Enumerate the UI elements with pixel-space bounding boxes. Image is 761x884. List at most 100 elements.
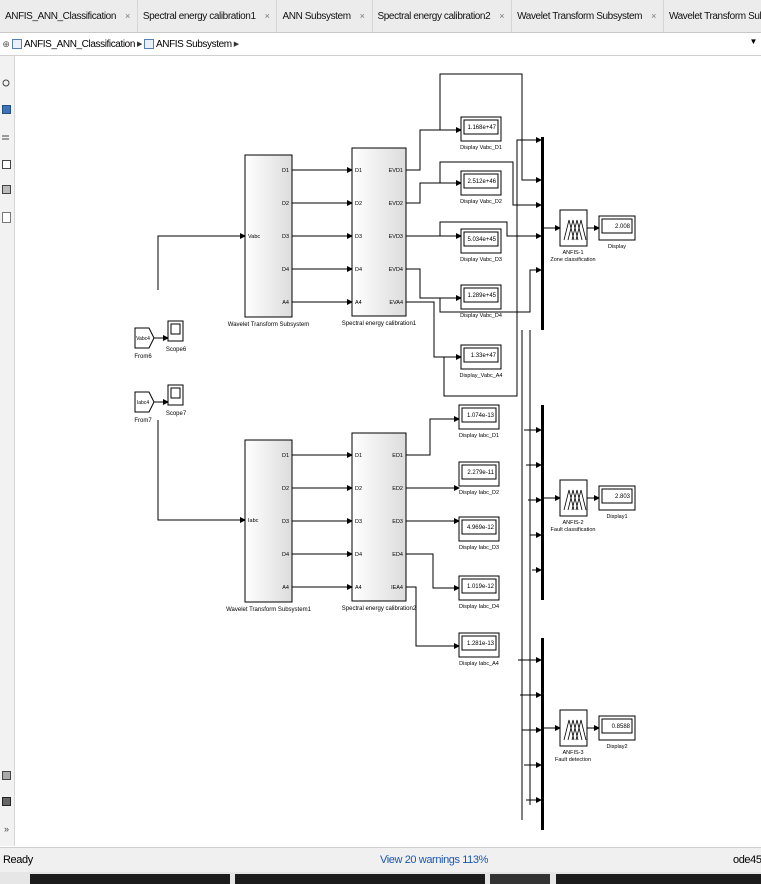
explorer-icon[interactable] xyxy=(2,770,11,780)
arrow-icon[interactable] xyxy=(2,132,11,142)
wavelet_bottom-body[interactable] xyxy=(244,439,293,603)
output-port-label: D4 xyxy=(282,552,289,558)
anfis-body[interactable] xyxy=(559,479,588,517)
display-label: Display Iabc_D1 xyxy=(459,433,499,439)
output-port-label: ED2 xyxy=(392,486,403,492)
wavelet_top-body[interactable] xyxy=(244,154,293,318)
output-port-label: D1 xyxy=(282,453,289,459)
input-port-label: D3 xyxy=(355,519,362,525)
display-value: 5.034e+45 xyxy=(467,237,496,243)
image-icon[interactable] xyxy=(2,184,11,194)
tab-label: ANFIS_ANN_Classification xyxy=(5,10,116,22)
close-tab-icon[interactable]: × xyxy=(264,11,270,21)
display-value: 1.168e+47 xyxy=(467,125,496,131)
scope_top-block[interactable]: Scope6 xyxy=(166,320,187,353)
zoom-icon[interactable] xyxy=(2,78,11,88)
breadcrumb-label: ANFIS Subsystem xyxy=(155,38,232,50)
mux-bus-middle xyxy=(541,405,544,600)
display-value: 2.008 xyxy=(615,224,631,230)
solver-label[interactable]: ode45 xyxy=(733,854,761,866)
anfis-body[interactable] xyxy=(559,709,588,747)
display-screen xyxy=(463,287,499,303)
close-tab-icon[interactable]: × xyxy=(499,11,505,21)
goto-tag-shape[interactable] xyxy=(134,327,155,349)
editor-tab-bar: ANFIS_ANN_Classification×Spectral energy… xyxy=(0,0,761,33)
signal-line xyxy=(439,73,542,183)
input-port-label: D2 xyxy=(355,486,362,492)
spectral_top-body[interactable] xyxy=(351,147,407,317)
signal-line xyxy=(406,553,460,591)
block-title: Spectral energy calibration2 xyxy=(342,606,417,612)
address-dropdown-icon[interactable]: ▼ xyxy=(749,37,757,46)
close-tab-icon[interactable]: × xyxy=(125,11,130,21)
fuzzy-triangle xyxy=(563,719,575,741)
scope_bottom-block[interactable]: Scope7 xyxy=(166,384,187,417)
display-value: 2.803 xyxy=(615,494,631,500)
close-tab-icon[interactable]: × xyxy=(359,11,365,21)
output-port-label: A4 xyxy=(282,300,289,306)
display-value: 2.279e-11 xyxy=(467,470,494,476)
expand-icon[interactable]: » xyxy=(3,824,9,834)
model-browser-icon[interactable] xyxy=(2,796,11,806)
output-port-label: D3 xyxy=(282,234,289,240)
anfis-title: ANFIS-2 xyxy=(562,520,583,526)
close-tab-icon[interactable]: × xyxy=(651,11,656,21)
breadcrumb-item-subsystem[interactable]: ANFIS Subsystem ▶ xyxy=(143,38,239,50)
anfis-body[interactable] xyxy=(559,209,588,247)
status-warnings-zoom[interactable]: View 20 warnings 113% xyxy=(380,854,488,866)
tab-label: Spectral energy calibration1 xyxy=(142,10,256,22)
input-port-label: D4 xyxy=(355,552,362,558)
history-icon[interactable]: ⊕ xyxy=(2,38,10,49)
output-port-label: D1 xyxy=(282,168,289,174)
area-icon[interactable] xyxy=(2,211,11,223)
breadcrumb-item-root[interactable]: ANFIS_ANN_Classification ▶ xyxy=(12,39,142,50)
signal-line xyxy=(406,180,462,204)
tab-spectral-energy-calibration2[interactable]: Spectral energy calibration2× xyxy=(373,0,513,32)
signal-line xyxy=(157,235,245,290)
tab-anfis-ann-classification[interactable]: ANFIS_ANN_Classification × xyxy=(0,0,138,32)
tab-wavelet-transform-subsystem1[interactable]: Wavelet Transform Subsystem1× xyxy=(664,0,761,32)
display-screen xyxy=(601,488,633,504)
tab-ann-subsystem[interactable]: ANN Subsystem× xyxy=(277,0,373,32)
display-label: Display Iabc_D3 xyxy=(459,545,499,551)
goto-tag-shape[interactable] xyxy=(134,391,155,413)
tab-wavelet-transform-subsystem[interactable]: Wavelet Transform Subsystem× xyxy=(512,0,664,32)
anfis-title: ANFIS-1 xyxy=(562,250,583,256)
fuzzy-triangle xyxy=(567,219,579,241)
output-port-label: EVA4 xyxy=(389,300,403,306)
status-ready: Ready xyxy=(3,854,33,866)
os-taskbar xyxy=(0,872,761,884)
fit-view-icon[interactable] xyxy=(2,104,11,114)
annotation-icon[interactable] xyxy=(2,159,11,169)
tab-spectral-energy-calibration1[interactable]: Spectral energy calibration1 × xyxy=(138,0,278,32)
signal-line xyxy=(157,420,246,523)
anfis-title: ANFIS-3 xyxy=(562,750,583,756)
display-value: 0.8588 xyxy=(612,724,631,730)
input-port-label: D2 xyxy=(355,201,362,207)
display-screen xyxy=(461,464,497,480)
display-label: Display2 xyxy=(606,744,627,750)
spectral_bottom-body[interactable] xyxy=(351,432,407,602)
